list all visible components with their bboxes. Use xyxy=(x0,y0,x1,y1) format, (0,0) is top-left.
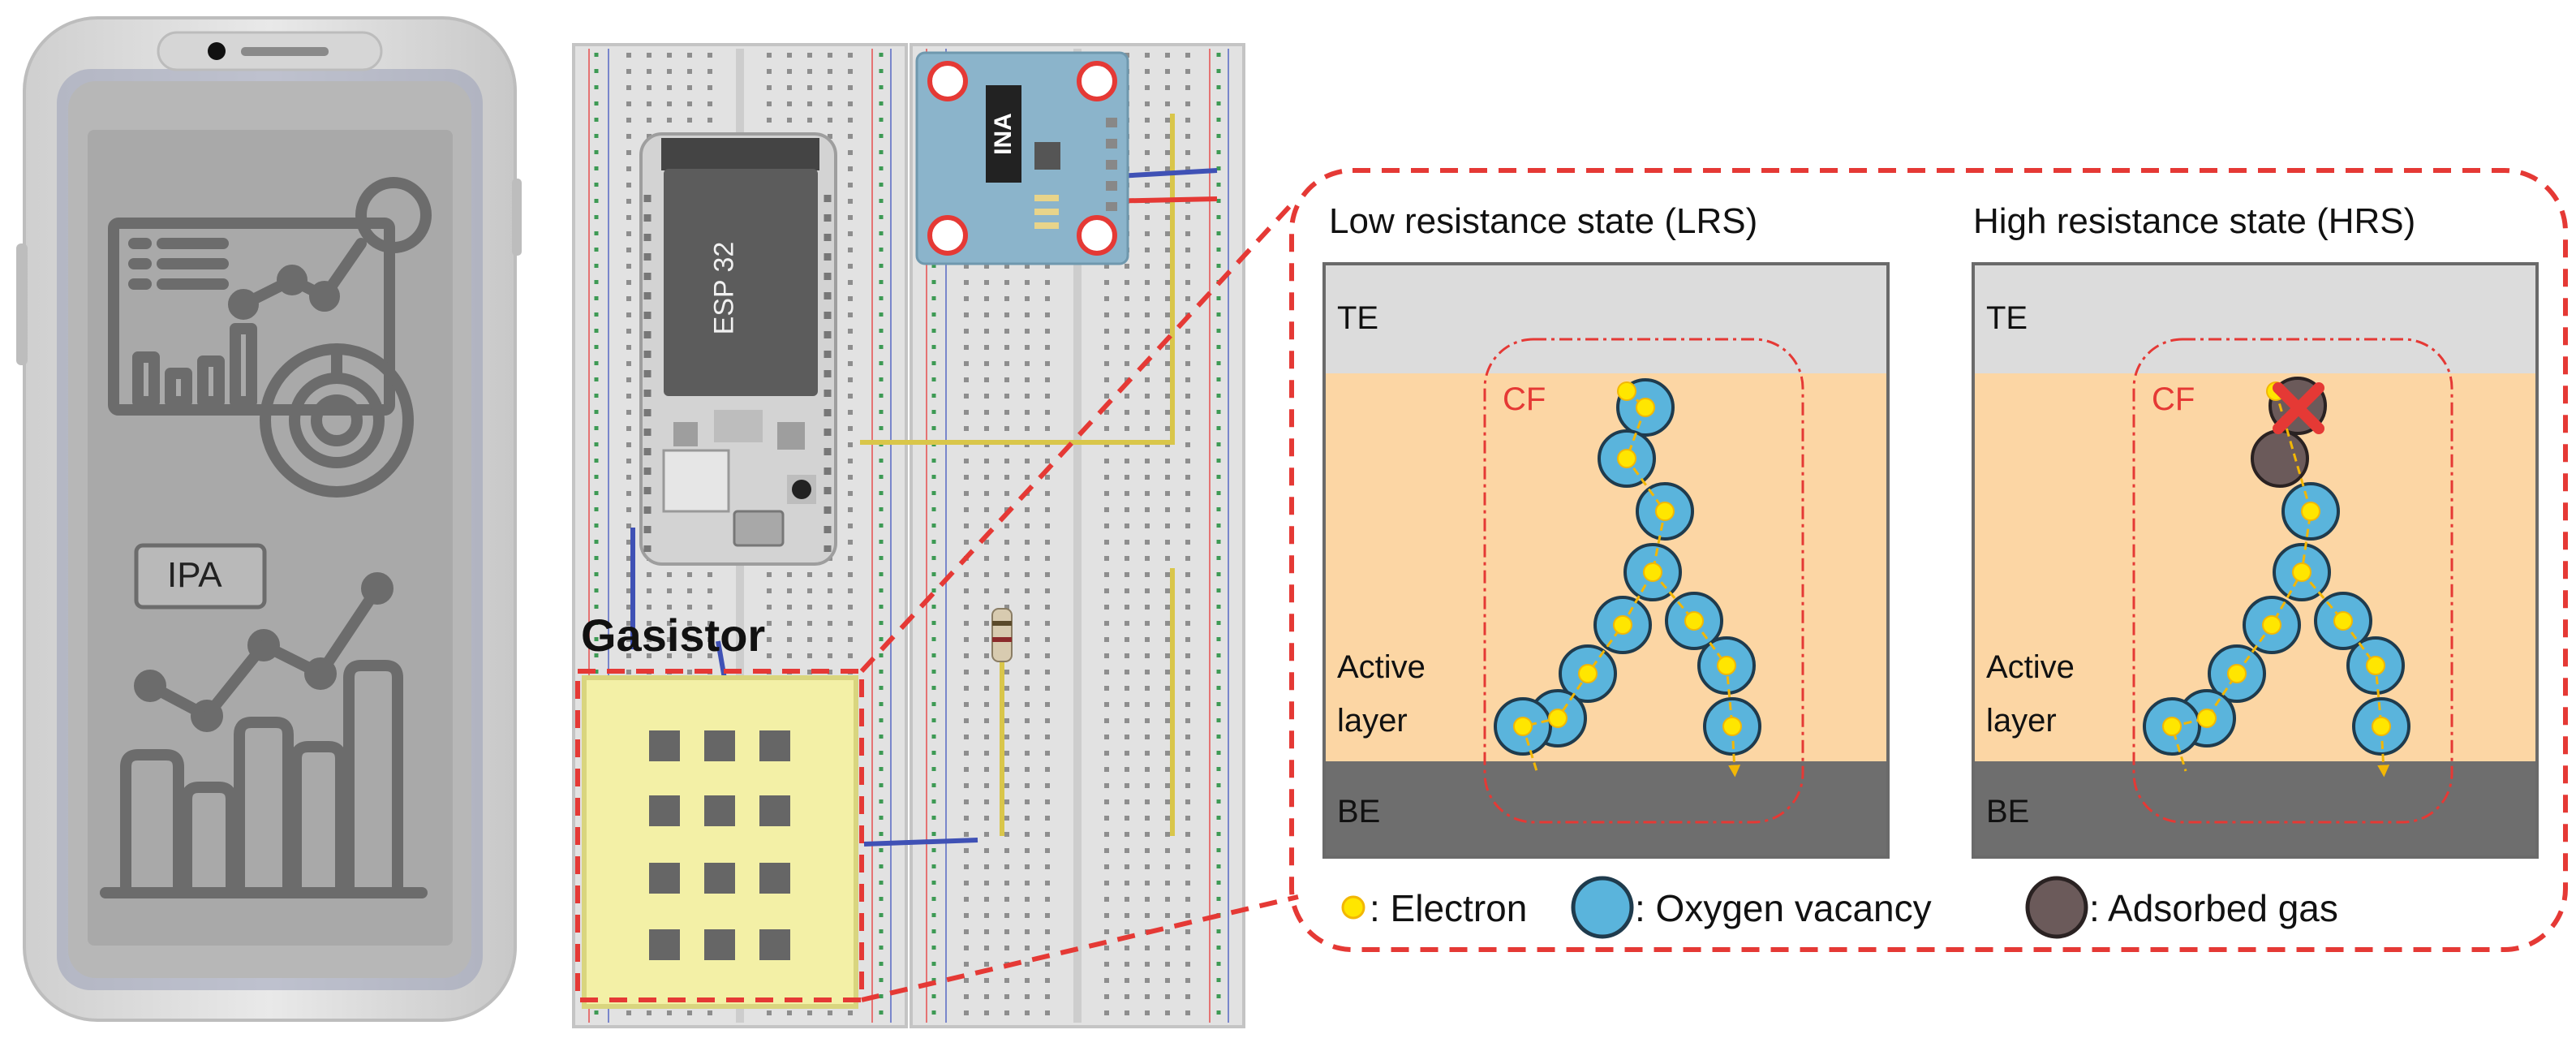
lrs-panel-title: Low resistance state (LRS) xyxy=(1329,201,1758,241)
bar-line-chart-icon xyxy=(100,572,428,898)
esp32-board xyxy=(639,132,837,566)
hrs-active-layer-label-2: layer xyxy=(1986,703,2057,739)
legend-electron-label: : Electron xyxy=(1370,887,1528,929)
legend-electron-icon xyxy=(1341,895,1365,920)
legend-adsorbed-gas-label: : Adsorbed gas xyxy=(2089,887,2338,929)
lrs-active-layer-label-1: Active xyxy=(1337,649,1426,685)
lrs-bottom-electrode-label: BE xyxy=(1337,794,1381,829)
legend-oxygen-vacancy-icon xyxy=(1571,876,1634,939)
zoom-callout xyxy=(859,168,2568,1002)
speaker-grille xyxy=(241,47,329,56)
lrs-active-layer-label-2: layer xyxy=(1337,703,1408,739)
resistor xyxy=(991,608,1013,662)
ina-chip-label: INA xyxy=(990,113,1017,155)
front-camera-icon xyxy=(208,42,226,60)
gasistor-label: Gasistor xyxy=(581,610,766,661)
gasistor-array xyxy=(575,669,864,1009)
ina-sensor-module xyxy=(915,51,1129,265)
smartphone xyxy=(16,16,522,1022)
lrs-filament-label: CF xyxy=(1503,381,1546,417)
ipa-button[interactable] xyxy=(134,543,267,610)
blocked-path-cross-icon xyxy=(2273,382,2324,434)
electron-dots xyxy=(1513,381,1742,736)
hrs-top-electrode-label: TE xyxy=(1986,300,2028,336)
esp32-chip-label: ESP 32 xyxy=(708,241,740,335)
hrs-active-layer-label-1: Active xyxy=(1986,649,2075,685)
legend-adsorbed-gas-icon xyxy=(2025,876,2088,939)
lrs-top-electrode-label: TE xyxy=(1337,300,1379,336)
lrs-cross-section xyxy=(1322,262,1890,859)
ipa-button-label[interactable]: IPA xyxy=(167,555,222,595)
legend-oxygen-vacancy-label: : Oxygen vacancy xyxy=(1635,887,1932,929)
hrs-filament-label: CF xyxy=(2152,381,2195,417)
hrs-bottom-electrode-label: BE xyxy=(1986,794,2030,829)
hrs-panel-title: High resistance state (HRS) xyxy=(1973,201,2416,241)
dashboard-analytics-icon xyxy=(108,177,432,498)
hrs-cross-section xyxy=(1972,262,2539,859)
